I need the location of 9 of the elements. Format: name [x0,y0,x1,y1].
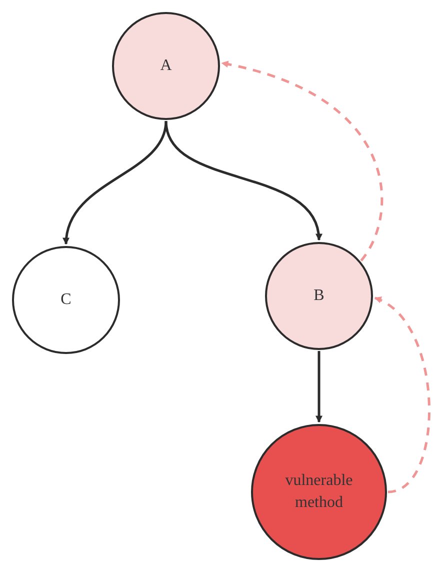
arrow [316,351,322,423]
arrow [221,61,384,262]
arrow [63,120,168,245]
arrow [374,296,430,494]
node-label: vulnerable method [284,471,354,513]
node-label: B [312,286,326,306]
arrow [164,120,322,241]
node-label: A [159,56,173,76]
node-label: C [60,290,72,310]
